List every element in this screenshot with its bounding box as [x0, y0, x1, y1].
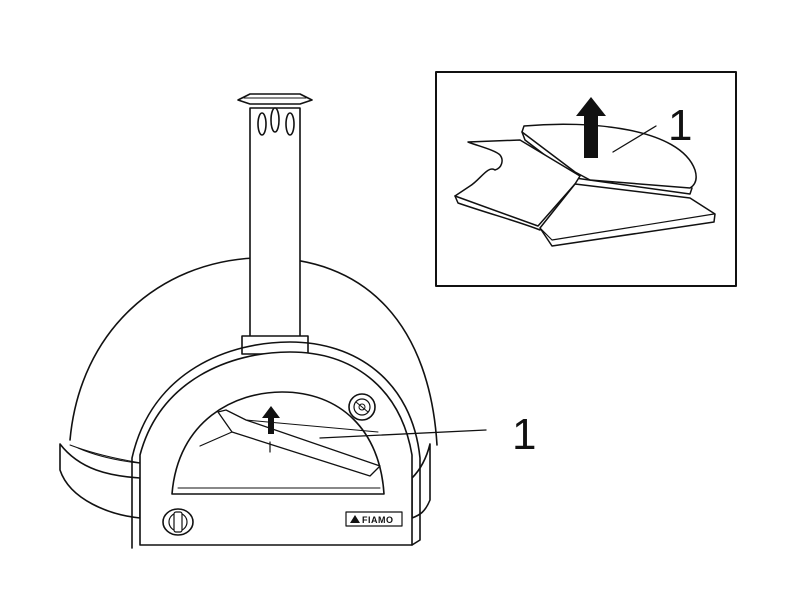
gas-knob [162, 508, 194, 536]
leader-line-main [319, 429, 487, 439]
callout-number-inset: 1 [668, 101, 693, 150]
lift-arrow-small [262, 406, 280, 434]
floor-stone [199, 409, 381, 477]
inset-floor-stones [454, 123, 716, 247]
leader-line-inset [612, 125, 657, 153]
chimney [237, 93, 313, 355]
brand-plate [345, 511, 403, 527]
thermometer-gauge [348, 393, 376, 421]
lift-arrow-large [576, 97, 606, 158]
brand-plate-text: FIAMO [362, 515, 394, 525]
callout-number-main: 1 [512, 410, 537, 459]
